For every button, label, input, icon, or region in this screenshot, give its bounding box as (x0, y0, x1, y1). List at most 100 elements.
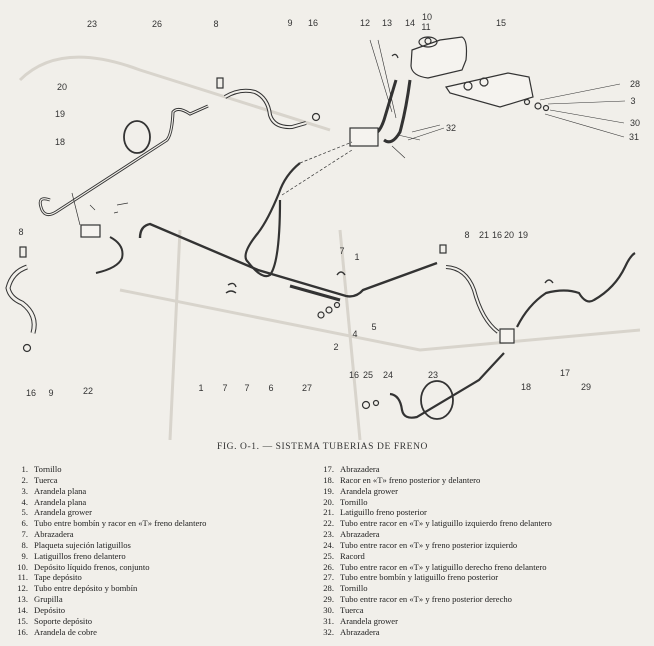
callout-7: 7 (222, 383, 228, 393)
legend-item: 30.Tuerca (318, 605, 552, 616)
hose-21 (445, 265, 500, 334)
legend-item: 18.Racor en «T» freno posterior y delant… (318, 475, 552, 486)
legend-label: Soporte depósito (34, 615, 93, 626)
legend-label: Abrazadera (34, 529, 74, 540)
legend-label: Arandela grower (34, 507, 92, 518)
legend-item: 21.Latiguillo freno posterior (318, 507, 552, 518)
callout-24: 24 (382, 370, 394, 380)
callout-2: 2 (333, 342, 339, 352)
legend-number: 1. (21, 464, 28, 474)
legend-label: Tubo entre bombín y racor en «T» freno d… (34, 518, 207, 529)
legend-label: Abrazadera (340, 529, 380, 540)
bleed-through (18, 55, 641, 440)
legend-label: Tubo entre depósito y bombín (34, 583, 138, 594)
callout-20: 20 (503, 230, 515, 240)
callout-7: 7 (339, 246, 345, 256)
callout-22: 22 (82, 386, 94, 396)
callout-18: 18 (520, 382, 532, 392)
callout-16: 16 (307, 18, 319, 28)
legend-label: Arandela plana (34, 485, 87, 496)
tube-27 (138, 222, 438, 298)
legend-item: 15. Soporte depósito (12, 616, 206, 627)
legend-number: 9. (21, 550, 28, 561)
legend-label: Tape depósito (34, 572, 82, 583)
legend-number: 8. (21, 539, 28, 550)
callout-16: 16 (491, 230, 503, 240)
legend-item: 16.Arandela de cobre (12, 627, 206, 638)
legend-number: 27. (323, 572, 334, 583)
legend-label: Tubo entre bombín y latiguillo freno pos… (340, 572, 499, 583)
callout-8: 8 (213, 19, 219, 29)
legend-label: Plaqueta sujeción latiguillos (34, 539, 131, 550)
legend-label: Tornillo (340, 496, 368, 507)
legend-label: Abrazadera (340, 464, 380, 474)
legend-item: 24. Tubo entre racor en «T» y freno poste… (318, 540, 552, 551)
legend-label: Depósito líquido frenos, conjunto (34, 561, 150, 572)
callout-5: 5 (371, 322, 377, 332)
t-fitting-18-right (499, 328, 515, 344)
bracket-8-right (439, 244, 447, 254)
tube-6 (244, 162, 301, 278)
legend-label: Arandela plana (34, 496, 87, 507)
callout-12: 12 (359, 18, 371, 28)
legend-item: 13.Grupilla (12, 594, 206, 605)
legend-item: 4.Arandela plana (12, 497, 206, 508)
tube-24 (389, 352, 505, 419)
legend-number: 32. (323, 626, 334, 637)
legend-number: 24. (323, 539, 334, 550)
legend-label: Depósito (34, 604, 66, 615)
callout-26: 26 (151, 19, 163, 29)
legend-item: 25.Racord (318, 551, 552, 562)
legend-item: 28.Tornillo (318, 583, 552, 594)
reservoir-14 (391, 36, 468, 79)
callout-29: 29 (580, 382, 592, 392)
callout-15: 15 (495, 18, 507, 28)
callout-16: 16 (348, 370, 360, 380)
legend-item: 32.Abrazadera (318, 627, 552, 638)
legend-item: 20.Tornillo (318, 497, 552, 508)
legend-label: Tubo entre racor en «T» y latiguillo izq… (340, 518, 552, 529)
callout-19: 19 (517, 230, 529, 240)
legend-number: 29. (323, 594, 334, 605)
legend-number: 2. (21, 474, 28, 485)
legend-number: 15. (17, 615, 28, 626)
callout-13: 13 (381, 18, 393, 28)
callout-17: 17 (559, 368, 571, 378)
callout-4: 4 (352, 329, 358, 339)
legend-item: 6.Tubo entre bombín y racor en «T» freno… (12, 518, 207, 529)
legend-item: 12.Tubo entre depósito y bombín (12, 583, 206, 594)
legend-item: 31.Arandela grower (318, 616, 552, 627)
callout-30: 30 (629, 118, 641, 128)
tubes-12 (349, 39, 445, 159)
callout-1: 1 (198, 383, 204, 393)
callout-14: 14 (404, 18, 416, 28)
legend-item: 29.Tubo entre racor en «T» y freno poste… (318, 594, 552, 605)
bolt-28-washers (523, 83, 626, 138)
legend-number: 11. (17, 572, 28, 583)
callout-8: 8 (18, 227, 24, 237)
legend-item: 23. Abrazadera (318, 529, 552, 540)
legend-label: Tuerca (34, 474, 58, 485)
callout-9: 9 (48, 388, 54, 398)
legend-number: 26. (323, 561, 334, 572)
legend-number: 23. (323, 529, 334, 540)
legend-label: Tubo entre racor en «T» y freno posterio… (340, 539, 518, 550)
legend-number: 3. (21, 485, 28, 496)
callout-9: 9 (287, 18, 293, 28)
callout-8: 8 (464, 230, 470, 240)
legend-number: 28. (323, 583, 334, 594)
legend-label: Latiguillos freno delantero (34, 550, 126, 561)
tube-26 (38, 104, 209, 217)
callout-7: 7 (244, 383, 250, 393)
legend-item: 5.Arandela grower (12, 507, 206, 518)
legend-label: Tubo entre racor en «T» y latiguillo der… (340, 561, 547, 572)
legend-number: 21. (323, 507, 334, 518)
legend-item: 11. Tape depósito (12, 572, 206, 583)
hose-9-left (5, 246, 37, 353)
brake-piping-diagram (5, 36, 641, 440)
legend-label: Arandela de cobre (34, 626, 97, 637)
legend-item: 1.Tornillo (12, 464, 206, 475)
legend-number: 22. (323, 518, 334, 529)
clamp-23 (123, 120, 151, 154)
